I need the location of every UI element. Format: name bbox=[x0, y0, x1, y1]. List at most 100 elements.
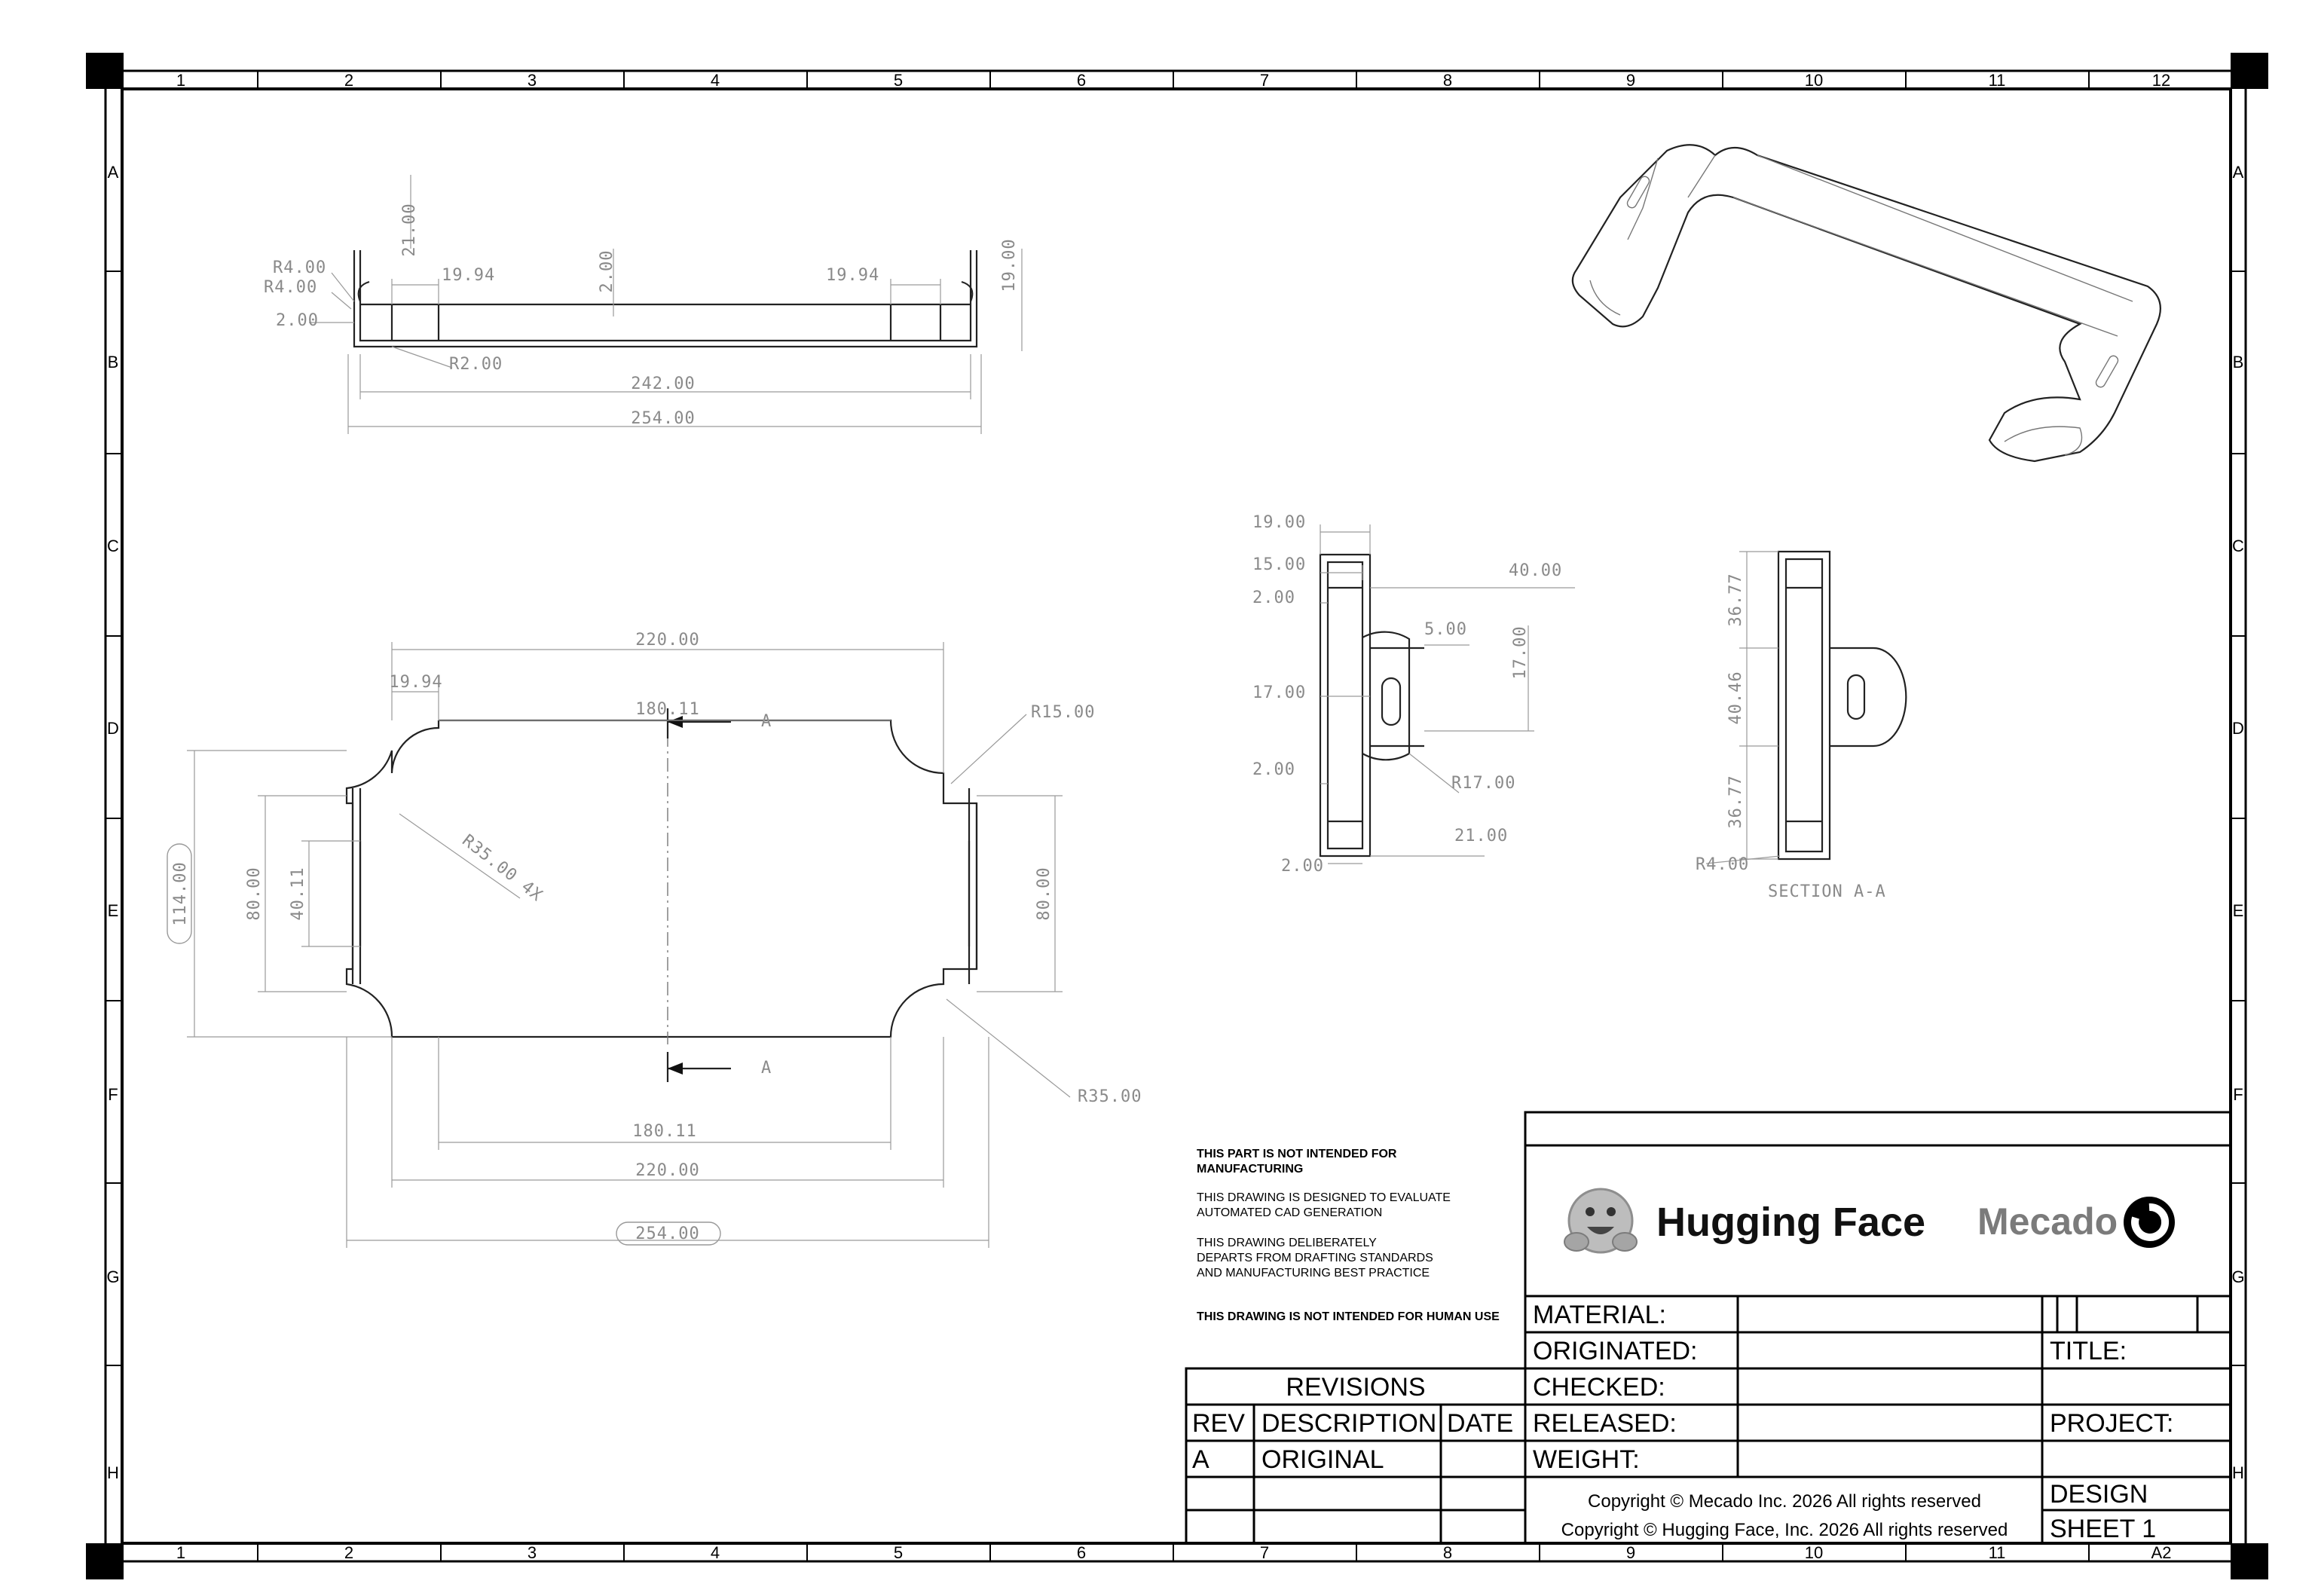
weight-label: WEIGHT: bbox=[1533, 1445, 1640, 1474]
side-dim-19: 19.00 bbox=[1252, 513, 1306, 532]
section-dim-r4: R4.00 bbox=[1696, 855, 1749, 874]
zone-row-g: G bbox=[106, 1267, 119, 1286]
dim-254: 254.00 bbox=[631, 409, 695, 428]
dim-80-right: 80.00 bbox=[1035, 867, 1054, 920]
title-block bbox=[1185, 1111, 2232, 1545]
design-label: DESIGN bbox=[2050, 1480, 2148, 1509]
zone-row-c: C bbox=[107, 537, 119, 555]
zone-col-8-bottom: 8 bbox=[1443, 1543, 1452, 1562]
zone-col-3: 3 bbox=[528, 71, 537, 90]
section-label-top: A bbox=[761, 712, 772, 731]
corner-mark-br bbox=[2231, 1543, 2268, 1579]
note-3c: AND MANUFACTURING BEST PRACTICE bbox=[1197, 1267, 1430, 1280]
zone-labels-side: A B C D E F G H A B C D E F G H bbox=[106, 163, 2244, 1482]
dim-254-plan: 254.00 bbox=[635, 1225, 699, 1243]
note-3a: THIS DRAWING DELIBERATELY bbox=[1197, 1237, 1377, 1249]
note-2b: AUTOMATED CAD GENERATION bbox=[1197, 1206, 1382, 1219]
copyright-hugging-face: Copyright © Hugging Face, Inc. 2026 All … bbox=[1561, 1520, 2008, 1540]
side-dim-5: 5.00 bbox=[1424, 620, 1467, 639]
zone-col-6-bottom: 6 bbox=[1077, 1543, 1086, 1562]
note-1: THIS PART IS NOT INTENDED FOR bbox=[1197, 1148, 1397, 1160]
dim-242: 242.00 bbox=[631, 375, 695, 393]
date-column-header: DATE bbox=[1447, 1409, 1513, 1438]
zone-row-e-right: E bbox=[2233, 901, 2244, 920]
zone-col-1-bottom: 1 bbox=[176, 1543, 185, 1562]
dim-220-top: 220.00 bbox=[635, 631, 699, 650]
dim-220-bottom: 220.00 bbox=[635, 1161, 699, 1180]
dim-80-left: 80.00 bbox=[245, 867, 264, 920]
section-dim-40-46: 40.46 bbox=[1726, 671, 1745, 724]
dim-19-94-plan: 19.94 bbox=[389, 673, 442, 692]
dim-180-bottom: 180.11 bbox=[632, 1122, 696, 1141]
inner-frame bbox=[121, 87, 2232, 1545]
description-column-header: DESCRIPTION bbox=[1261, 1409, 1436, 1438]
dim-r2: R2.00 bbox=[449, 355, 503, 374]
zone-row-b-right: B bbox=[2233, 353, 2244, 371]
section-label: SECTION A-A bbox=[1768, 882, 1886, 901]
side-dim-21: 21.00 bbox=[1454, 827, 1508, 845]
section-view: 36.77 40.46 36.77 R4.00 SECTION A-A bbox=[1696, 550, 1907, 901]
originated-label: ORIGINATED: bbox=[1533, 1337, 1698, 1365]
plan-view: A A 220.00 19.94 180.11 R15.00 114.00 80… bbox=[167, 631, 1141, 1248]
released-label: RELEASED: bbox=[1533, 1409, 1677, 1438]
section-label-bottom: A bbox=[761, 1059, 772, 1078]
hugging-face-wordmark: Hugging Face bbox=[1656, 1200, 1925, 1245]
dim-19-94-right: 19.94 bbox=[826, 266, 879, 285]
hugging-face-logo: Hugging Face bbox=[1564, 1188, 1925, 1254]
zone-col-9: 9 bbox=[1626, 71, 1635, 90]
revision-row-description: ORIGINAL bbox=[1261, 1445, 1384, 1474]
revision-row-rev: A bbox=[1192, 1445, 1209, 1474]
side-dim-r17: R17.00 bbox=[1451, 774, 1515, 793]
note-2a: THIS DRAWING IS DESIGNED TO EVALUATE bbox=[1197, 1191, 1451, 1204]
outer-frame bbox=[104, 69, 2247, 1563]
zone-col-2: 2 bbox=[344, 71, 353, 90]
sheet-label: SHEET 1 bbox=[2050, 1515, 2156, 1543]
dim-19-94-left: 19.94 bbox=[442, 266, 495, 285]
checked-label: CHECKED: bbox=[1533, 1373, 1665, 1402]
zone-row-a: A bbox=[108, 163, 119, 182]
zone-row-b: B bbox=[108, 353, 119, 371]
zone-labels-bottom: 1 2 3 4 5 6 7 8 9 10 11 A2 bbox=[176, 1543, 2172, 1562]
zone-col-6: 6 bbox=[1077, 71, 1086, 90]
zone-ticks bbox=[106, 71, 2246, 1561]
zone-col-4: 4 bbox=[711, 71, 720, 90]
zone-row-d-right: D bbox=[2232, 719, 2244, 738]
side-dim-2-mid: 2.00 bbox=[1252, 760, 1295, 779]
dim-r15: R15.00 bbox=[1031, 703, 1095, 722]
zone-row-c-right: C bbox=[2232, 537, 2244, 555]
mecado-logo: Mecado bbox=[1977, 1197, 2175, 1248]
zone-row-a-right: A bbox=[2233, 163, 2244, 182]
side-dim-15: 15.00 bbox=[1252, 555, 1306, 574]
rev-column-header: REV bbox=[1192, 1409, 1245, 1438]
dim-114: 114.00 bbox=[171, 861, 190, 925]
dim-2-mid: 2.00 bbox=[598, 250, 616, 293]
zone-row-h-right: H bbox=[2232, 1463, 2244, 1482]
side-dim-40: 40.00 bbox=[1509, 561, 1562, 580]
zone-row-h: H bbox=[107, 1463, 119, 1482]
material-label: MATERIAL: bbox=[1533, 1301, 1666, 1329]
zone-row-e: E bbox=[108, 901, 119, 920]
note-4: THIS DRAWING IS NOT INTENDED FOR HUMAN U… bbox=[1197, 1310, 1500, 1323]
note-1b: MANUFACTURING bbox=[1197, 1163, 1303, 1176]
side-dim-17-left: 17.00 bbox=[1252, 683, 1306, 702]
zone-row-f-right: F bbox=[2233, 1085, 2243, 1104]
isometric-view bbox=[1571, 144, 2161, 463]
zone-col-5-bottom: 5 bbox=[894, 1543, 903, 1562]
note-3b: DEPARTS FROM DRAFTING STANDARDS bbox=[1197, 1252, 1433, 1264]
top-view: 242.00 254.00 R4.00 R4.00 2.00 21.00 19.… bbox=[264, 175, 1023, 434]
zone-col-4-bottom: 4 bbox=[711, 1543, 720, 1562]
dim-21: 21.00 bbox=[400, 203, 419, 256]
zone-col-10: 10 bbox=[1805, 71, 1823, 90]
section-dim-36-77-top: 36.77 bbox=[1726, 573, 1745, 626]
notes: THIS PART IS NOT INTENDED FOR MANUFACTUR… bbox=[1197, 1148, 1500, 1323]
zone-col-11: 11 bbox=[1989, 71, 2006, 90]
dim-180-top: 180.11 bbox=[635, 700, 699, 719]
basic-dim-box-254 bbox=[616, 1221, 721, 1246]
zone-row-f: F bbox=[108, 1085, 118, 1104]
zone-col-10-bottom: 10 bbox=[1805, 1543, 1823, 1562]
corner-mark-tr bbox=[2231, 53, 2268, 89]
zone-col-5: 5 bbox=[894, 71, 903, 90]
side-view: 19.00 15.00 2.00 40.00 5.00 17.00 17.00 … bbox=[1252, 513, 1575, 876]
zone-row-d: D bbox=[107, 719, 119, 738]
